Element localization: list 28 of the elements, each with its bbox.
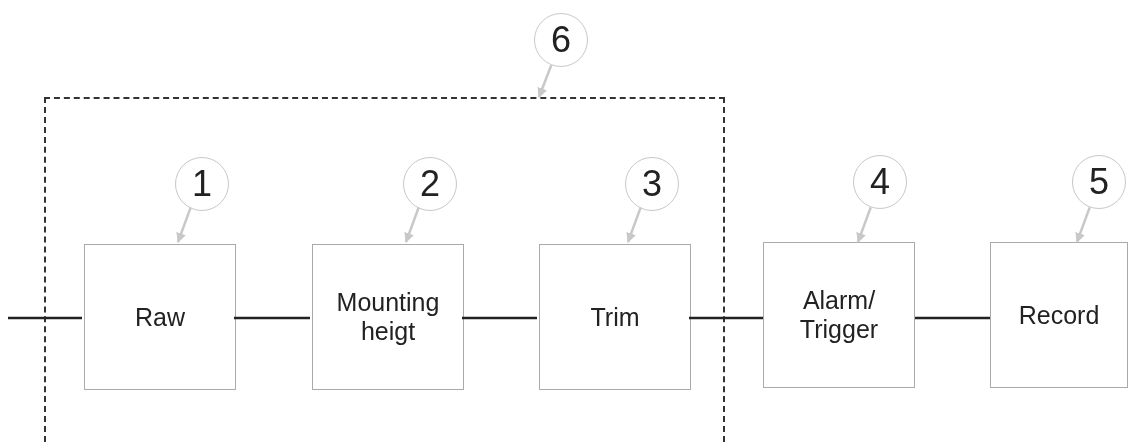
connector-line bbox=[915, 316, 990, 320]
callout-number: 5 bbox=[1089, 164, 1109, 200]
dashed-group-frame bbox=[44, 97, 725, 442]
process-box bbox=[763, 242, 915, 388]
connector-line bbox=[689, 316, 763, 320]
process-box bbox=[84, 244, 236, 390]
process-box bbox=[990, 242, 1128, 388]
process-box bbox=[539, 244, 691, 390]
process-box bbox=[312, 244, 464, 390]
box-label: Trim bbox=[589, 302, 641, 332]
callout-number: 2 bbox=[420, 166, 440, 202]
box-label: Raw bbox=[134, 302, 186, 332]
callout-number: 4 bbox=[870, 164, 890, 200]
callout-number: 1 bbox=[192, 166, 212, 202]
callout-number: 3 bbox=[642, 166, 662, 202]
callout-number: 6 bbox=[551, 22, 571, 58]
leader-arrow bbox=[1075, 206, 1091, 243]
box-label: Alarm/ Trigger bbox=[798, 286, 880, 344]
box-label: Record bbox=[1017, 300, 1101, 330]
leader-arrow bbox=[176, 206, 192, 243]
leader-arrow bbox=[626, 206, 642, 243]
leader-arrow bbox=[537, 64, 553, 98]
leader-arrow bbox=[404, 206, 420, 243]
leader-arrow bbox=[856, 206, 872, 243]
box-label: Mounting heigt bbox=[335, 288, 441, 346]
connector-line bbox=[8, 316, 82, 320]
connector-line bbox=[234, 316, 310, 320]
connector-line bbox=[462, 316, 537, 320]
